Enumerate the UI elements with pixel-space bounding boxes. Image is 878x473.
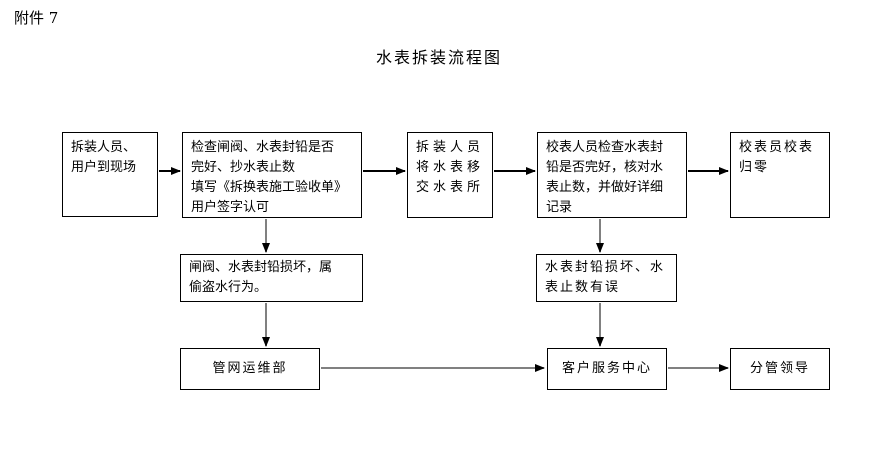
node-reset: 校表员校表 归零 (730, 132, 830, 218)
node-arrive: 拆装人员、 用户到现场 (62, 132, 158, 217)
node-inspect: 检查闸阀、水表封铅是否 完好、抄水表止数 填写《拆换表施工验收单》 用户签字认可 (182, 132, 362, 218)
node-transfer: 拆装人员 将水表移 交水表所 (407, 132, 493, 218)
node-damage-error: 水表封铅损坏、水 表止数有误 (536, 254, 677, 302)
node-damage-theft-label: 闸阀、水表封铅损坏，属 偷盗水行为。 (189, 260, 333, 295)
page-title: 水表拆装流程图 (375, 48, 502, 67)
node-verify-label: 校表人员检查水表封 铅是否完好，核对水 表止数，并做好详细 记录 (546, 140, 664, 215)
node-damage-error-label: 水表封铅损坏、水 表止数有误 (545, 260, 666, 295)
node-damage-theft: 闸阀、水表封铅损坏，属 偷盗水行为。 (180, 254, 363, 302)
node-pipeline-dept: 管网运维部 (180, 348, 320, 390)
attachment-label: 附件 7 (14, 9, 59, 27)
node-inspect-label: 检查闸阀、水表封铅是否 完好、抄水表止数 填写《拆换表施工验收单》 用户签字认可 (191, 140, 348, 215)
node-service-center: 客户服务中心 (547, 348, 667, 390)
node-verify: 校表人员检查水表封 铅是否完好，核对水 表止数，并做好详细 记录 (537, 132, 687, 218)
node-transfer-label: 拆装人员 将水表移 交水表所 (416, 140, 485, 195)
node-leader-label: 分管领导 (749, 361, 810, 376)
node-reset-label: 校表员校表 归零 (739, 140, 815, 175)
node-pipeline-dept-label: 管网运维部 (212, 361, 288, 376)
node-arrive-label: 拆装人员、 用户到现场 (71, 140, 137, 175)
node-service-center-label: 客户服务中心 (561, 361, 652, 376)
node-leader: 分管领导 (730, 348, 830, 390)
